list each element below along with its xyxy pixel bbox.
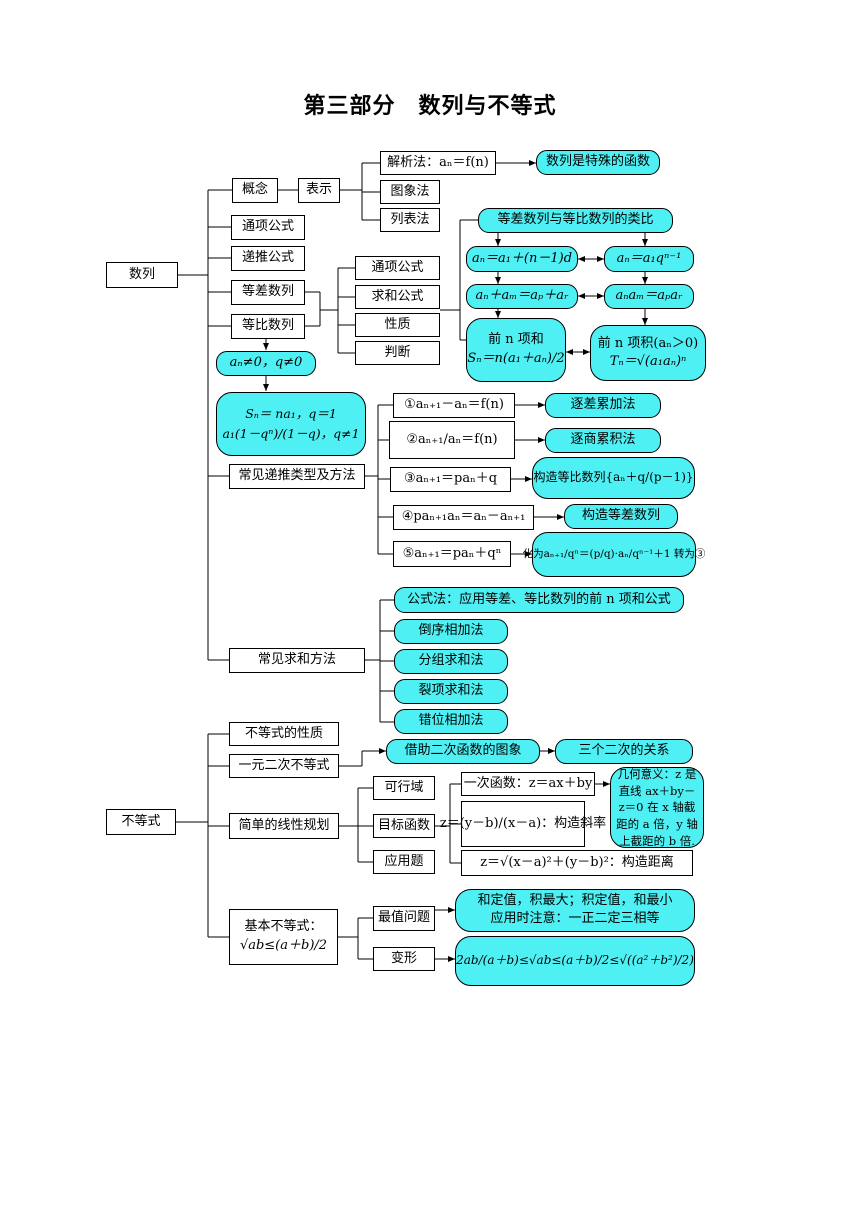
node-three-quadratics: 三个二次的关系 (555, 739, 693, 764)
arith-sum-label: 前 n 项和 (488, 332, 544, 348)
node-special-function: 数列是特殊的函数 (536, 150, 660, 175)
node-quadratic-graph: 借助二次函数的图象 (386, 739, 540, 764)
node-recur-5-method: 化为aₙ₊₁/qⁿ＝(p/q)·aₙ/qⁿ⁻¹＋1 转为③ (523, 532, 705, 577)
node-concept: 概念 (232, 178, 278, 203)
extremum-note-line2: 应用时注意：一正二定三相等 (490, 911, 660, 926)
node-geom-property: aₙaₘ＝aₚaᵣ (604, 284, 694, 309)
extremum-note-line1: 和定值，积最大；积定值，和最小 (477, 893, 673, 909)
node-extremum-note: 和定值，积最大；积定值，和最小 应用时注意：一正二定三相等 (455, 889, 695, 932)
node-graph-method: 图象法 (380, 180, 440, 204)
page-title: 第三部分 数列与不等式 (303, 94, 557, 119)
node-recur-3-method: 构造等比数列{aₙ＋q/(p－1)} (532, 457, 695, 499)
node-deformation: 变形 (373, 947, 435, 971)
node-basic-ineq: 基本不等式： √ab≤(a＋b)/2 (229, 909, 338, 965)
node-geometric-meaning: 几何意义：z 是直线 ax＋by－z＝0 在 x 轴截距的 a 倍，y 轴上截距… (610, 767, 704, 848)
node-sum-reverse: 倒序相加法 (394, 619, 508, 644)
node-g-general-term: 通项公式 (355, 256, 440, 280)
node-sum-dislocation: 错位相加法 (394, 709, 508, 734)
node-recur-5: ⑤aₙ₊₁＝paₙ＋qⁿ (393, 541, 511, 567)
node-objective-function: 目标函数 (373, 814, 435, 838)
node-obj-slope: z＝(y－b)/(x－a)：构造斜率 (440, 801, 606, 847)
node-obj-distance: z＝√(x－a)²＋(y－b)²：构造距离 (461, 850, 693, 876)
node-recurrence-types: 常见递推类型及方法 (229, 464, 365, 489)
node-extremum: 最值问题 (373, 906, 435, 931)
node-linear-programming: 简单的线性规划 (229, 813, 339, 839)
geom-product-label: 前 n 项积(aₙ＞0) (597, 335, 699, 351)
geom-sum-line2: a₁(1－qⁿ)/(1－q)，q≠1 (222, 425, 360, 441)
node-table-method: 列表法 (380, 208, 440, 232)
node-arith-sum: 前 n 项和 Sₙ＝n(a₁＋aₙ)/2 (466, 318, 566, 382)
node-application: 应用题 (373, 850, 435, 874)
node-recur-2: ②aₙ₊₁/aₙ＝f(n) (389, 421, 515, 459)
node-geom-sum: Sₙ＝ na₁，q＝1 a₁(1－qⁿ)/(1－q)，q≠1 (216, 392, 366, 456)
node-geometric-seq: 等比数列 (231, 314, 305, 339)
node-recur-4-method: 构造等差数列 (564, 504, 678, 529)
node-ineq-properties: 不等式的性质 (229, 722, 339, 746)
node-general-term: 通项公式 (231, 215, 305, 240)
node-sum-telescope: 裂项求和法 (394, 679, 508, 704)
node-analogy: 等差数列与等比数列的类比 (478, 208, 673, 233)
node-recur-1: ①aₙ₊₁－aₙ＝f(n) (393, 393, 515, 418)
node-deformation-chain: 2ab/(a＋b)≤√ab≤(a＋b)/2≤√((a²＋b²)/2) (455, 936, 695, 986)
node-recur-2-method: 逐商累积法 (545, 428, 661, 453)
node-analytic-method: 解析法：aₙ＝f(n) (380, 151, 496, 175)
node-arithmetic-seq: 等差数列 (231, 280, 305, 305)
node-recur-3: ③aₙ₊₁＝paₙ＋q (390, 467, 511, 492)
basic-ineq-label: 基本不等式： (244, 919, 323, 935)
node-arith-general: aₙ＝a₁＋(n－1)d (466, 246, 578, 272)
basic-ineq-formula: √ab≤(a＋b)/2 (239, 938, 328, 953)
node-inequality-root: 不等式 (106, 809, 176, 835)
arith-sum-formula: Sₙ＝n(a₁＋aₙ)/2 (467, 351, 565, 366)
node-geom-product: 前 n 项积(aₙ＞0) Tₙ＝√(a₁aₙ)ⁿ (590, 325, 706, 381)
node-representation: 表示 (298, 178, 340, 203)
node-arith-property: aₙ＋aₘ＝aₚ＋aᵣ (466, 284, 578, 309)
geom-sum-line1: Sₙ＝ na₁，q＝1 (245, 406, 337, 422)
node-nonzero-condition: aₙ≠0，q≠0 (216, 351, 316, 376)
node-recur-1-method: 逐差累加法 (545, 393, 661, 418)
node-g-properties: 性质 (355, 313, 440, 337)
node-feasible-region: 可行域 (373, 776, 435, 800)
node-recurrence: 递推公式 (231, 246, 305, 271)
node-g-judge: 判断 (355, 341, 440, 365)
node-g-sum-formula: 求和公式 (355, 285, 440, 309)
node-recur-4: ④paₙ₊₁aₙ＝aₙ－aₙ₊₁ (393, 505, 534, 530)
node-sum-methods: 常见求和方法 (229, 648, 365, 673)
node-geom-general: aₙ＝a₁qⁿ⁻¹ (604, 246, 694, 272)
node-sum-formula-method: 公式法：应用等差、等比数列的前 n 项和公式 (394, 587, 684, 613)
node-quadratic-ineq: 一元二次不等式 (229, 754, 339, 778)
geom-product-formula: Tₙ＝√(a₁aₙ)ⁿ (609, 353, 687, 369)
node-sequence-root: 数列 (106, 262, 178, 288)
node-obj-linear: 一次函数：z＝ax＋by (461, 772, 595, 796)
node-sum-group: 分组求和法 (394, 649, 508, 674)
